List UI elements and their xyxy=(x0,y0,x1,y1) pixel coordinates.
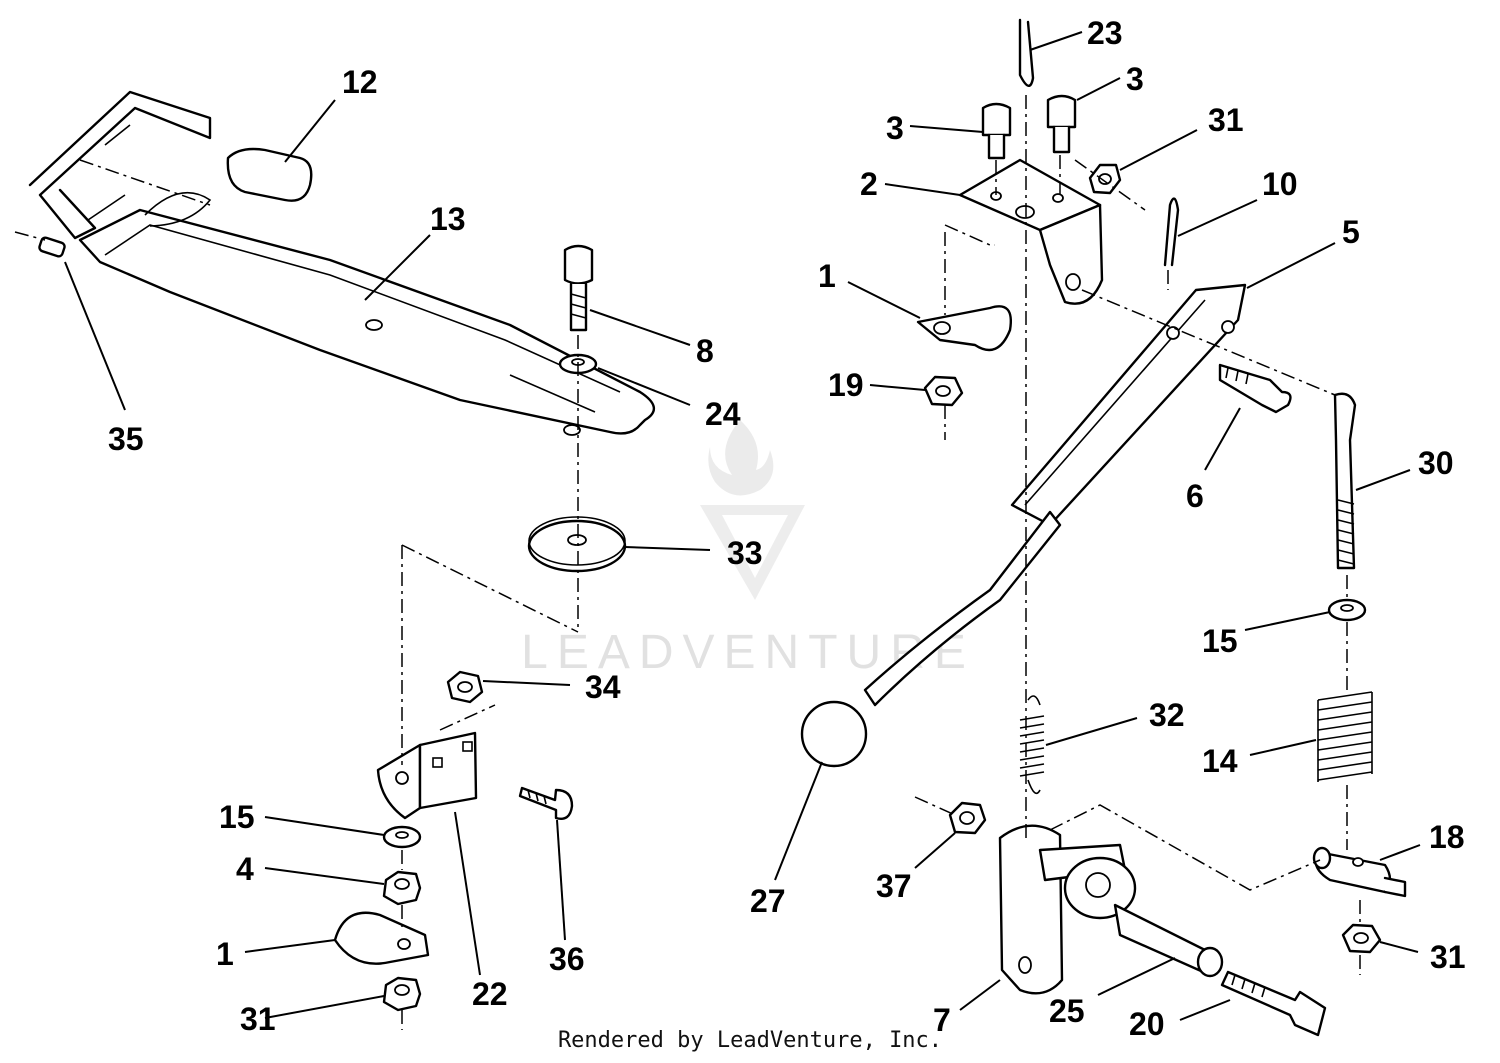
lock-nut-left xyxy=(382,976,422,1012)
shoulder-bolt xyxy=(1218,363,1292,414)
callout-33: 33 xyxy=(727,535,763,571)
cotter-pin-top xyxy=(1018,18,1035,87)
callout-32: 32 xyxy=(1149,697,1185,733)
callout-27: 27 xyxy=(750,883,786,919)
callout-6: 6 xyxy=(1186,478,1204,514)
bolt-right xyxy=(1046,94,1077,154)
callout-23: 23 xyxy=(1087,15,1123,51)
pivot-plate xyxy=(998,824,1127,995)
cotter-pin xyxy=(1163,197,1180,267)
callout-10: 10 xyxy=(1262,166,1298,202)
lift-lever-frame xyxy=(28,90,655,436)
callout-14: 14 xyxy=(1202,743,1238,779)
control-lever xyxy=(863,283,1247,707)
lever-grip xyxy=(226,147,313,202)
leader-lines xyxy=(64,31,1421,1021)
hex-nut-37 xyxy=(948,801,987,835)
carriage-bolt xyxy=(518,786,574,820)
mounting-bracket xyxy=(376,731,478,820)
callout-35: 35 xyxy=(108,421,144,457)
callout-15-left: 15 xyxy=(219,799,255,835)
spring-clip-left xyxy=(333,911,430,965)
callout-1-right: 1 xyxy=(818,258,836,294)
roll-pin xyxy=(38,236,66,258)
extension-spring xyxy=(1019,695,1045,795)
hex-nut-19 xyxy=(923,375,964,407)
callout-5: 5 xyxy=(1342,214,1360,250)
callout-4: 4 xyxy=(236,851,254,887)
washer-left xyxy=(382,825,422,849)
callout-3-right: 3 xyxy=(1126,61,1144,97)
bolt-left xyxy=(981,102,1012,160)
hex-nut xyxy=(446,670,484,704)
callout-8: 8 xyxy=(696,333,714,369)
callout-2: 2 xyxy=(860,166,878,202)
trunnion xyxy=(1312,846,1407,898)
pivot-bracket xyxy=(958,158,1104,305)
hex-bolt xyxy=(563,244,594,332)
callout-20: 20 xyxy=(1129,1006,1165,1042)
callout-19: 19 xyxy=(828,367,864,403)
lock-nut-top xyxy=(1088,163,1122,195)
callout-15-right: 15 xyxy=(1202,623,1238,659)
hex-nut-left xyxy=(382,870,422,906)
callout-31-left: 31 xyxy=(240,1001,276,1037)
spring-clip-right xyxy=(916,305,1012,352)
collar xyxy=(1063,856,1137,920)
callout-12: 12 xyxy=(342,64,378,100)
callout-37: 37 xyxy=(876,868,912,904)
watermark-logo xyxy=(700,420,805,600)
callout-25: 25 xyxy=(1049,993,1085,1029)
callout-34: 34 xyxy=(585,669,621,705)
callout-labels: 12 13 35 8 24 33 34 15 4 1 31 22 36 23 3… xyxy=(108,15,1466,1042)
callout-22: 22 xyxy=(472,976,508,1012)
callout-18: 18 xyxy=(1429,819,1465,855)
hex-bolt-20 xyxy=(1220,970,1327,1037)
compression-spring xyxy=(1317,691,1373,782)
knob xyxy=(800,700,868,768)
callout-3-left: 3 xyxy=(886,110,904,146)
large-washer xyxy=(527,516,627,573)
callout-31-right: 31 xyxy=(1430,939,1466,975)
right-center-lines xyxy=(914,95,1361,975)
callout-13: 13 xyxy=(430,201,466,237)
callout-24: 24 xyxy=(705,396,741,432)
callout-36: 36 xyxy=(549,941,585,977)
callout-1-left: 1 xyxy=(216,936,234,972)
spacer xyxy=(1113,903,1224,978)
callout-31-top: 31 xyxy=(1208,102,1244,138)
threaded-rod xyxy=(1333,392,1357,570)
callout-7: 7 xyxy=(933,1002,951,1038)
lock-nut-right xyxy=(1341,923,1382,954)
left-center-lines xyxy=(14,159,579,1030)
washer-right xyxy=(1327,598,1367,622)
render-credit: Rendered by LeadVenture, Inc. xyxy=(557,1028,943,1053)
callout-30: 30 xyxy=(1418,445,1454,481)
